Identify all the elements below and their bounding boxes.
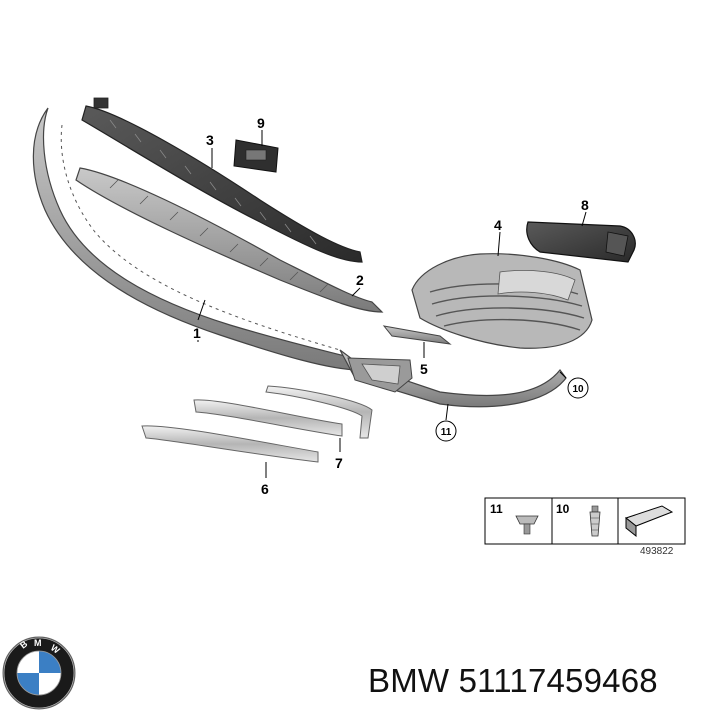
svg-text:11: 11	[441, 427, 452, 438]
callout-2: 2	[356, 272, 364, 288]
upper-center-grille	[81, 97, 363, 263]
bmw-logo: B M W	[2, 636, 76, 710]
bumper-trim-panel	[32, 107, 567, 408]
svg-text:M: M	[34, 638, 42, 648]
svg-text:10: 10	[572, 384, 584, 395]
callout-1: 1	[193, 325, 201, 341]
callout-5: 5	[420, 361, 428, 377]
diagram-id: 493822	[640, 546, 674, 557]
callout-9: 9	[257, 115, 265, 131]
callout-3: 3	[206, 132, 214, 148]
license-plate-bracket	[233, 139, 279, 173]
small-trim-cover	[382, 325, 452, 345]
circled-callout-11: 11	[435, 420, 457, 442]
leader-lines	[197, 130, 587, 478]
chrome-trim-strip-lower	[141, 425, 319, 463]
middle-grille-strip	[75, 167, 384, 313]
legend-item-11-number: 11	[490, 502, 503, 516]
svg-text:B: B	[18, 638, 30, 650]
callout-8: 8	[581, 197, 589, 213]
part-number-caption: BMW 51117459468	[368, 662, 718, 700]
caption-part-number: 51117459468	[458, 662, 658, 699]
caption-brand: BMW	[368, 662, 450, 699]
callout-6: 6	[261, 481, 269, 497]
fastener-legend: 11 10	[484, 497, 686, 545]
trim-tool-icon	[624, 505, 674, 538]
circled-callout-10: 10	[567, 377, 589, 399]
legend-item-10-number: 10	[556, 502, 570, 516]
chrome-trim-strip-upper	[193, 385, 373, 439]
callout-7: 7	[335, 455, 343, 471]
callout-labels: 1 2 3 4 5 6 7 8 9	[193, 115, 589, 497]
air-duct	[526, 221, 636, 263]
screw-icon	[589, 505, 601, 537]
clip-nut-icon	[515, 515, 539, 535]
callout-4: 4	[494, 217, 502, 233]
fog-light-grille	[411, 253, 593, 349]
